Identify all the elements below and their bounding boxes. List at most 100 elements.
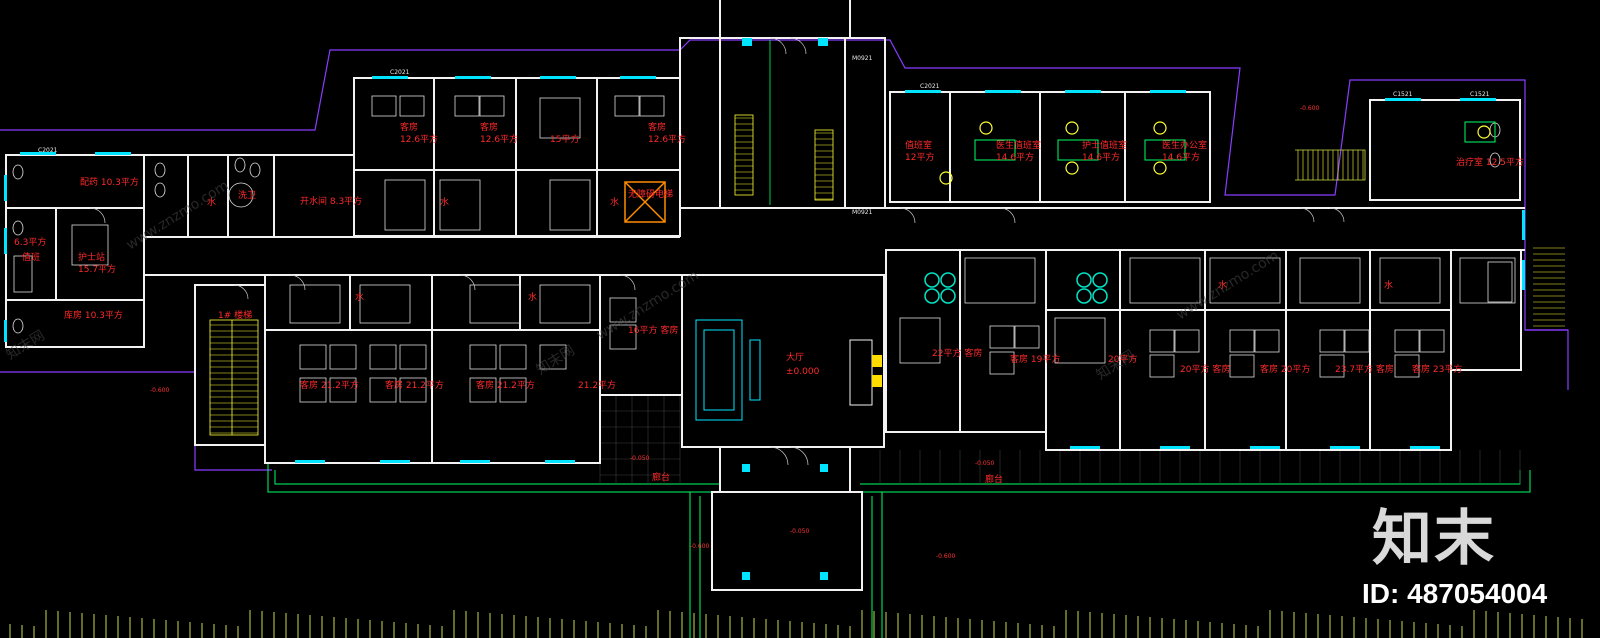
bed — [1254, 329, 1280, 353]
window — [1160, 446, 1190, 449]
window — [4, 228, 7, 254]
plant-symbols — [924, 272, 1108, 304]
room-label: 14.6平方 — [1162, 151, 1200, 163]
room-label: 14.6平方 — [1082, 151, 1120, 163]
image-id-label: ID: 487054004 — [1362, 578, 1548, 609]
window — [95, 152, 131, 155]
nurse-counter — [71, 224, 109, 266]
bed — [399, 95, 425, 117]
window — [1460, 98, 1496, 101]
toilet — [12, 220, 24, 236]
watermark-url: www.znzmo.com — [124, 178, 232, 254]
window — [742, 464, 750, 472]
bathroom-fixture — [1299, 257, 1361, 304]
window — [742, 38, 752, 46]
bed — [399, 344, 427, 370]
elevator-shaft — [624, 181, 666, 223]
bed — [469, 344, 497, 370]
room-label: 15平方 — [550, 133, 579, 145]
window — [1065, 90, 1101, 93]
brand-logo: 知末 — [1372, 504, 1496, 574]
bed — [1394, 329, 1420, 353]
window — [4, 320, 7, 342]
bathroom-fixture — [359, 284, 411, 324]
water-label: 水 — [1384, 279, 1393, 291]
bathroom-fixture — [439, 179, 481, 231]
bathroom-fixture — [1459, 257, 1516, 304]
door-swing — [789, 37, 807, 55]
watermark-url: www.znzmo.com — [1174, 248, 1282, 324]
watermark-cn: 知末网 — [1093, 347, 1138, 384]
room-label: 客房 20平方 — [1260, 363, 1310, 375]
door-swing — [89, 207, 106, 224]
level-mark: -0.050 — [630, 455, 650, 462]
window — [820, 572, 828, 580]
window — [820, 464, 828, 472]
bathroom-fixture — [384, 179, 426, 231]
window-tag: C1521 — [1470, 91, 1490, 98]
level-mark: -0.050 — [975, 460, 995, 467]
bed — [499, 344, 527, 370]
room-label: 客房 — [648, 121, 666, 133]
bed — [1229, 329, 1255, 353]
bed — [609, 297, 637, 323]
window — [1250, 446, 1280, 449]
hall-level: ±0.000 — [786, 367, 820, 377]
door-swing — [899, 207, 916, 224]
room-label: 无障碍电梯 — [628, 188, 673, 200]
bed — [299, 344, 327, 370]
stairs — [209, 40, 1366, 436]
door-swing — [289, 274, 306, 291]
door-swing — [999, 207, 1016, 224]
water-label: 水 — [355, 291, 364, 303]
room-label: 14.6平方 — [996, 151, 1034, 163]
window — [1410, 446, 1440, 449]
room-label: 客房 — [480, 121, 498, 133]
window — [1070, 446, 1100, 449]
toilet — [154, 162, 166, 178]
window — [1385, 98, 1421, 101]
room-label: 16平方 客房 — [628, 324, 678, 336]
room-label: 护士站 — [78, 251, 105, 263]
window — [1522, 210, 1525, 240]
bed — [614, 95, 640, 117]
room-label: 库房 10.3平方 — [64, 309, 123, 321]
bed — [1149, 329, 1175, 353]
bed — [329, 377, 357, 403]
bathroom-fixture — [539, 97, 581, 139]
terrace — [267, 464, 1531, 638]
bed — [1229, 354, 1255, 378]
room-label: 21.2平方 — [578, 379, 616, 391]
walls — [5, 0, 1525, 591]
bed — [479, 95, 505, 117]
bed — [399, 377, 427, 403]
window — [460, 460, 490, 463]
door-swing — [789, 446, 809, 466]
toilet — [234, 157, 246, 173]
window — [818, 38, 828, 46]
room-label: 客房 21.2平方 — [385, 379, 444, 391]
window — [985, 90, 1021, 93]
room-label: 20平方 — [1108, 353, 1137, 365]
room-label: 配药 10.3平方 — [80, 176, 139, 188]
door-swing — [233, 284, 249, 300]
toilet — [1489, 152, 1501, 168]
water-label: 水 — [207, 196, 216, 208]
bed — [639, 95, 665, 117]
door-swing — [1329, 207, 1345, 223]
door-swing — [769, 37, 787, 55]
ground-ticks — [9, 610, 1583, 638]
bathroom-fixture — [549, 179, 591, 231]
fixtures — [12, 95, 1516, 403]
window — [295, 460, 325, 463]
window-tag: C1521 — [1393, 91, 1413, 98]
room-label: 值班 — [22, 251, 40, 263]
level-marks: -0.600 -0.050 -0.050 -0.600 -0.050 -0.60… — [150, 105, 1320, 560]
window — [380, 460, 410, 463]
bed — [329, 344, 357, 370]
window — [1150, 90, 1186, 93]
bed — [469, 377, 497, 403]
bed — [1394, 354, 1420, 378]
reception-desk — [849, 339, 882, 406]
water-label: 水 — [610, 196, 619, 208]
